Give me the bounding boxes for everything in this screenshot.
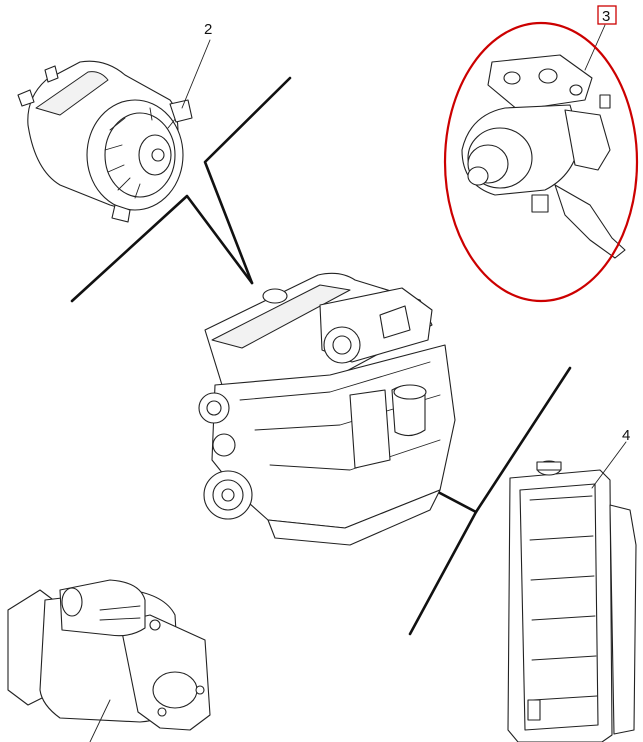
alternator-fan — [104, 107, 177, 199]
pointer-radiator-lower — [408, 510, 478, 636]
callout-label-2: 2 — [204, 21, 212, 38]
alternator-illustration[interactable]: 2 — [17, 21, 212, 223]
radiator-core-fins — [529, 495, 598, 701]
callout-label-4: 4 — [622, 427, 630, 444]
pointer-lines — [70, 76, 572, 636]
pointer-alternator-upper — [203, 76, 292, 285]
radiator-illustration[interactable]: 4 — [507, 427, 637, 742]
pointer-alternator — [70, 194, 254, 303]
leader-radiator — [591, 441, 627, 489]
water-pump-illustration[interactable]: 3 — [443, 5, 639, 303]
callout-label-3: 3 — [602, 8, 610, 25]
leader-alternator — [181, 39, 211, 109]
leader-starter — [89, 699, 111, 742]
highlight-ellipse — [443, 21, 639, 303]
engine-illustration[interactable] — [198, 272, 456, 546]
starter-motor-illustration[interactable] — [7, 579, 211, 742]
callout-highlight-box — [597, 5, 617, 25]
